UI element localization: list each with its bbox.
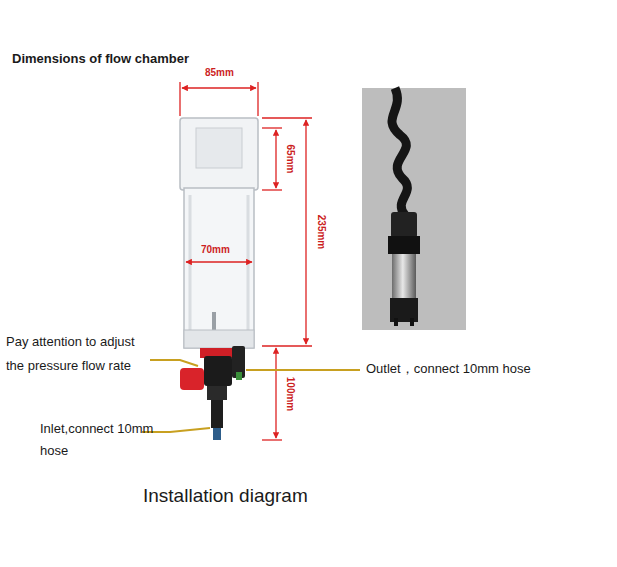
callout-note: Pay attention to adjust the pressure flo… xyxy=(6,330,146,378)
caption: Installation diagram xyxy=(143,485,308,508)
leader-lines xyxy=(142,360,360,432)
flow-chamber xyxy=(180,118,258,348)
dimension: 100mm xyxy=(284,377,296,411)
dimension-lines xyxy=(180,82,312,440)
dimension: 65mm xyxy=(284,145,296,174)
title: Dimensions of flow chamber xyxy=(12,51,189,67)
dimension: 235mm xyxy=(315,215,327,249)
valve xyxy=(180,346,245,440)
dimension: 70mm xyxy=(201,244,230,256)
sensor-photo xyxy=(362,88,466,330)
dimension: 85mm xyxy=(205,67,234,79)
callout-note: Outlet，connect 10mm hose xyxy=(366,361,531,377)
callout-note: Inlet,connect 10mm hose xyxy=(40,418,164,462)
